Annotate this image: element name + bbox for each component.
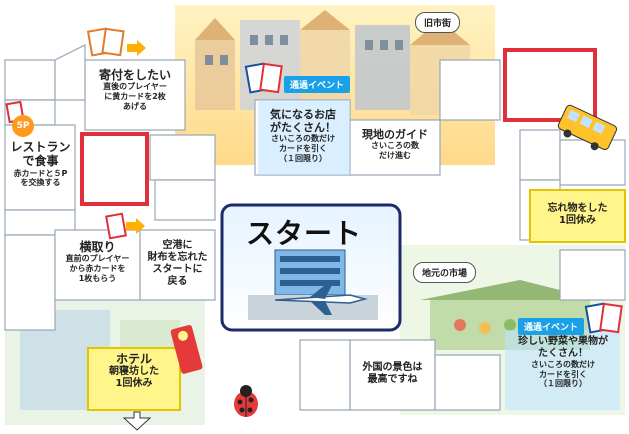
old-town-label: 旧市街 bbox=[415, 12, 461, 33]
tile-veggies-text: 珍しい野菜や果物が たくさん！ さいころの数だけ カードを引く （１回限り） bbox=[518, 336, 608, 389]
tile-restaurant-text: レストラン で食事 赤カードと５P を交換する bbox=[10, 140, 71, 188]
down-arrow-icon bbox=[122, 411, 152, 431]
ladybug-icon bbox=[234, 385, 258, 417]
tile-hotel-text: ホテル 朝寝坊した 1回休み bbox=[109, 352, 159, 390]
airport-terminal bbox=[248, 249, 378, 320]
tile-corner-top bbox=[149, 134, 216, 181]
tile-right-4 bbox=[559, 249, 626, 301]
tile-steal-text: 横取り 直前のプレイヤー から赤カードを 1枚もらう bbox=[65, 240, 130, 283]
bus-icon bbox=[557, 104, 618, 151]
door-hanger-icon bbox=[170, 324, 203, 374]
tile-shops-text: 気になるお店 がたくさん！ さいころの数だけ カードを引く （１回限り） bbox=[270, 108, 336, 163]
tile-guide-text: 現地のガイド さいころの数 だけ進む bbox=[362, 128, 428, 160]
tile-donate bbox=[84, 59, 186, 131]
points-badge: 5P bbox=[12, 115, 34, 137]
yellow-tile-hotel bbox=[87, 347, 181, 411]
red-blank-tile-left bbox=[80, 132, 149, 206]
tile-left-3 bbox=[4, 234, 56, 331]
tile-donate-title: 寄付をしたい bbox=[98, 68, 171, 82]
tile-donate-text: 寄付をしたい 直後のプレイヤー に黄カードを2枚 あげる bbox=[85, 68, 185, 111]
card-stack-icon bbox=[5, 27, 623, 334]
red-blank-tile-right bbox=[503, 48, 597, 122]
tile-bottom-mid bbox=[299, 339, 351, 411]
tile-left-top-1 bbox=[4, 59, 56, 101]
old-town-buildings bbox=[195, 10, 470, 115]
tile-mid-left-a bbox=[154, 179, 216, 221]
market-label: 地元の市場 bbox=[413, 262, 477, 283]
tile-scenery-text: 外国の景色は 最高ですね bbox=[362, 362, 423, 385]
event-banner-top: 通過イベント bbox=[284, 76, 351, 93]
airplane-icon bbox=[274, 285, 368, 315]
tile-forgot-text: 忘れ物をした 1回休み bbox=[547, 203, 608, 226]
tile-airport bbox=[139, 229, 216, 301]
arrow-right-icon bbox=[127, 40, 146, 56]
start-label: スタート bbox=[246, 217, 363, 250]
arrow-right-icon bbox=[126, 218, 145, 234]
event-tile-shops bbox=[258, 100, 350, 175]
tile-left-top-2 bbox=[54, 44, 86, 101]
yellow-tile-forgot bbox=[529, 189, 626, 243]
tile-airport-text: 空港に 財布を忘れた スタートに 戻る bbox=[147, 240, 208, 287]
event-banner-bottom: 通過イベント bbox=[518, 318, 585, 335]
tile-right-1 bbox=[519, 129, 561, 181]
tile-bottom-right-a bbox=[434, 354, 501, 411]
tile-right-top bbox=[439, 59, 501, 121]
event-tile-veggies bbox=[505, 330, 620, 410]
